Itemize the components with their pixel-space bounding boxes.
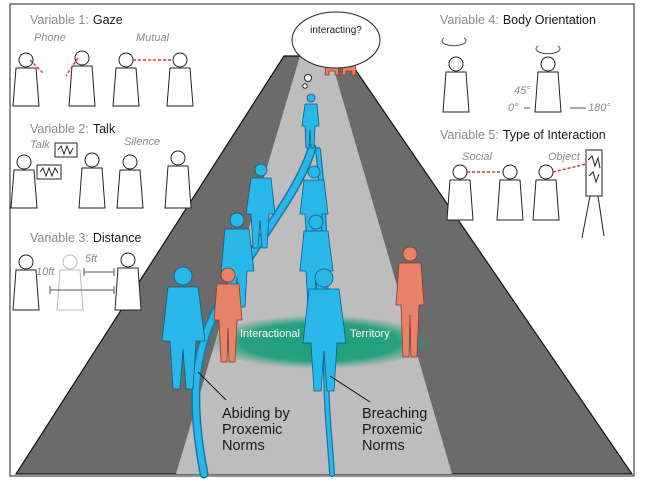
abiding-label: Abiding by Proxemic Norms [222,406,294,454]
angle-180: 180° [588,102,611,114]
territory-label-left: Interactional [240,328,300,340]
variable-3-figures [12,252,142,311]
variable-3-option-5ft: 5ft [85,253,98,265]
breaching-leader-line [329,375,371,403]
variable-3-option-10ft: 10ft [36,266,55,278]
variable-5-option-social: Social [462,151,493,163]
walker-figure [299,214,334,308]
thought-bubble-text: interacting? [310,25,362,36]
variable-5-option-object: Object [548,151,581,163]
speech-bubble-icon [54,142,78,158]
distance-marker-10ft [49,286,115,294]
breaching-label: Breaching Proxemic Norms [362,406,431,454]
abiding-leader-line [197,371,227,401]
variable-4-title: Variable 4:Body Orientation [440,13,596,27]
bystander-figure [213,267,243,363]
walker-figure [301,93,320,149]
speech-bubble-icon [36,164,62,180]
walker-figure [161,266,206,390]
variable-1-figures [12,50,194,107]
thought-bubble [291,11,381,89]
rotate-icon [441,37,467,47]
easel-icon [581,149,605,239]
walker-figures [161,93,347,392]
distance-marker-5ft [83,268,115,276]
angle-45: 45° [514,85,531,97]
walker-figure [245,163,276,249]
variable-2-option-talk: Talk [30,139,50,151]
gaze-line-phone [65,57,79,77]
walker-figure [302,268,347,392]
walker-figure [299,165,329,245]
variable-2-option-silence: Silence [124,136,160,148]
gaze-line-phone [29,59,45,75]
variable-1-option-mutual: Mutual [136,32,170,44]
variable-3-title: Variable 3:Distance [30,231,142,245]
variable-5-title: Variable 5:Type of Interaction [440,128,606,142]
bystander-figure [395,246,425,358]
variable-4-figures [442,56,562,113]
rotate-icon [535,45,561,55]
territory-label-right: Territory [350,328,390,340]
variable-2-title: Variable 2:Talk [30,122,116,136]
variable-1-option-phone: Phone [34,32,66,44]
variable-5-figures [446,164,560,221]
gaze-line-object [552,163,587,173]
variable-3-ghost-figure [56,254,84,311]
variable-1-title: Variable 1:Gaze [30,13,123,27]
angle-0: 0° [508,102,519,114]
variable-2-figures [10,150,192,209]
